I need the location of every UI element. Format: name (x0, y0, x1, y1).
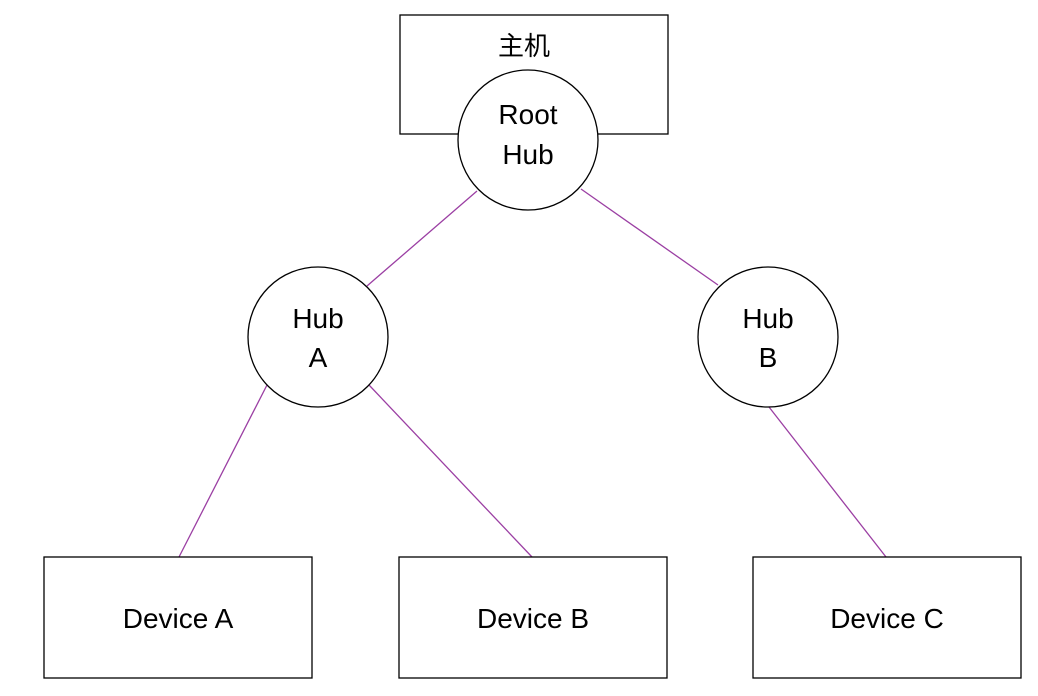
device-b-label: Device B (477, 603, 589, 634)
device-a-label: Device A (123, 603, 234, 634)
link-hub-b-to-device-c (768, 406, 887, 558)
link-root-hub-to-hub-a (366, 190, 478, 287)
hub-a-label-line2: A (309, 342, 328, 373)
hub-b-label-line1: Hub (742, 303, 793, 334)
hub-b-label-line2: B (759, 342, 778, 373)
root-hub-node: Root Hub (457, 69, 599, 211)
root-hub-label-line1: Root (498, 99, 557, 130)
device-b-box: Device B (398, 556, 668, 679)
link-hub-a-to-device-b (368, 384, 533, 558)
root-hub-label-line2: Hub (502, 139, 553, 170)
link-root-hub-to-hub-b (580, 188, 719, 286)
hub-a-node: Hub A (247, 266, 389, 408)
hub-b-node: Hub B (697, 266, 839, 408)
host-label: 主机 (498, 32, 550, 62)
hub-a-label-line1: Hub (292, 303, 343, 334)
device-c-box: Device C (752, 556, 1022, 679)
device-c-label: Device C (830, 603, 944, 634)
device-a-box: Device A (43, 556, 313, 679)
link-hub-a-to-device-a (178, 384, 268, 558)
